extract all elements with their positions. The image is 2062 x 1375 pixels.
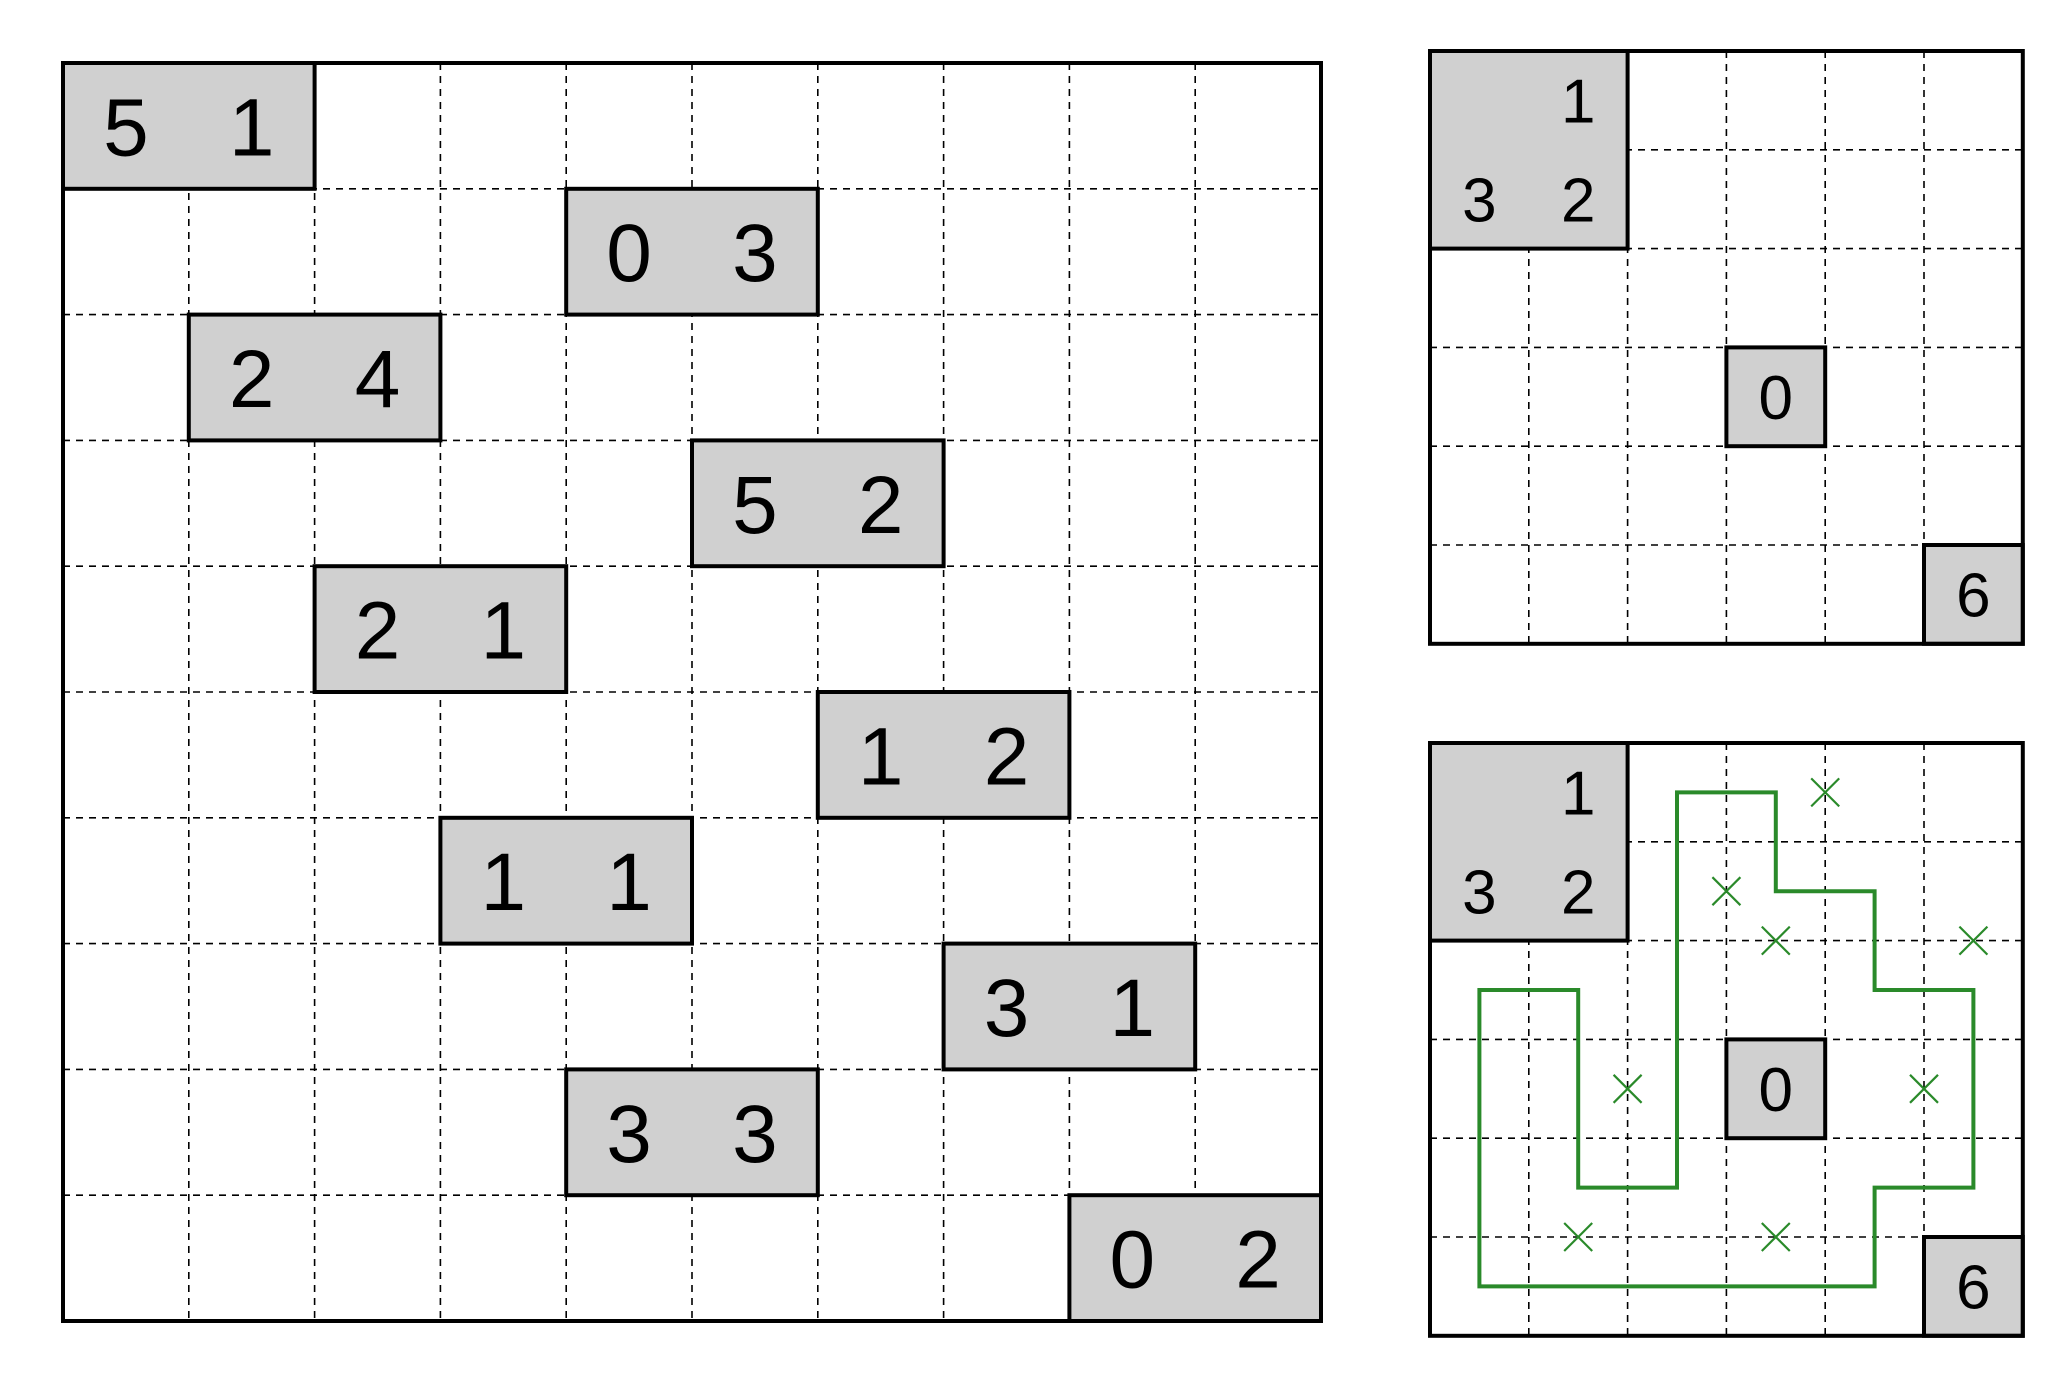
example_solution-outer-border — [1428, 741, 2025, 1338]
main_puzzle-clue-number: 2 — [1235, 1215, 1281, 1306]
example_solution-clue-number: 2 — [1561, 859, 1595, 928]
main_puzzle-clue-block — [815, 690, 1072, 820]
example_puzzle-outer-border — [1428, 49, 2025, 646]
main_puzzle-clue-number: 1 — [480, 837, 526, 928]
cross-mark-icon — [1958, 925, 1989, 956]
example_solution-clue-number: 1 — [1561, 760, 1595, 829]
example_puzzle-clue-number: 1 — [1561, 68, 1595, 137]
main_puzzle-clue-number: 3 — [732, 208, 778, 299]
example_puzzle-clue-number: 6 — [1956, 562, 1990, 631]
cross-mark-icon — [1563, 1222, 1593, 1252]
main_puzzle-clue-number: 3 — [732, 1089, 778, 1180]
main_puzzle-clue-block — [438, 815, 694, 946]
example_puzzle-clue-number: 0 — [1759, 364, 1793, 433]
main_puzzle-clue-number: 1 — [480, 586, 526, 677]
main_puzzle-clue-block — [941, 941, 1198, 1072]
cross-mark-icon — [1612, 1074, 1643, 1104]
main_puzzle-clue-number: 1 — [858, 711, 904, 802]
solution-loop — [1477, 790, 1976, 1289]
example_puzzle-clue-number: 2 — [1561, 167, 1595, 236]
example_puzzle-clue-block — [1724, 345, 1828, 449]
main_puzzle-clue-number: 0 — [1109, 1215, 1155, 1306]
main_puzzle-clue-number: 3 — [606, 1089, 652, 1180]
main_puzzle-clue-number: 5 — [103, 82, 149, 173]
cross-mark-icon — [1761, 925, 1791, 956]
main_puzzle-clue-block — [1067, 1193, 1324, 1323]
example_puzzle-clue-block — [1428, 49, 1630, 251]
main_puzzle-outer-border — [61, 61, 1323, 1323]
cross-mark-icon — [1810, 777, 1840, 808]
main_puzzle-clue-number: 2 — [858, 460, 904, 551]
example_solution-clue-block — [1428, 741, 1630, 943]
main_puzzle-clue-number: 1 — [606, 837, 652, 928]
main_puzzle-clue-number: 2 — [355, 586, 401, 677]
cross-mark-icon — [1909, 1074, 1939, 1104]
example_solution-clue-number: 6 — [1956, 1254, 1990, 1323]
main_puzzle-clue-block — [312, 564, 569, 695]
main_puzzle-clue-number: 2 — [229, 334, 275, 425]
example_solution-clue-number: 0 — [1759, 1056, 1793, 1125]
cross-mark-icon — [1761, 1222, 1791, 1252]
example_puzzle-clue-number: 3 — [1462, 167, 1496, 236]
example_solution-clue-block — [1724, 1037, 1828, 1141]
cross-mark-icon — [1711, 876, 1742, 906]
main_puzzle-clue-number: 2 — [984, 711, 1030, 802]
main_puzzle-clue-block — [61, 61, 317, 191]
main_puzzle-clue-block — [564, 186, 820, 317]
main_puzzle-clue-block — [186, 312, 443, 443]
main_puzzle-clue-number: 3 — [984, 963, 1030, 1054]
example_solution-clue-number: 3 — [1462, 859, 1496, 928]
main_puzzle-clue-block — [690, 438, 946, 569]
main_puzzle-clue-number: 0 — [606, 208, 652, 299]
main_puzzle-clue-number: 1 — [229, 82, 275, 173]
main_puzzle-clue-block — [564, 1067, 820, 1198]
main_puzzle-clue-number: 5 — [732, 460, 778, 551]
main_puzzle-clue-number: 4 — [355, 334, 401, 425]
main_puzzle-clue-number: 1 — [1109, 963, 1155, 1054]
